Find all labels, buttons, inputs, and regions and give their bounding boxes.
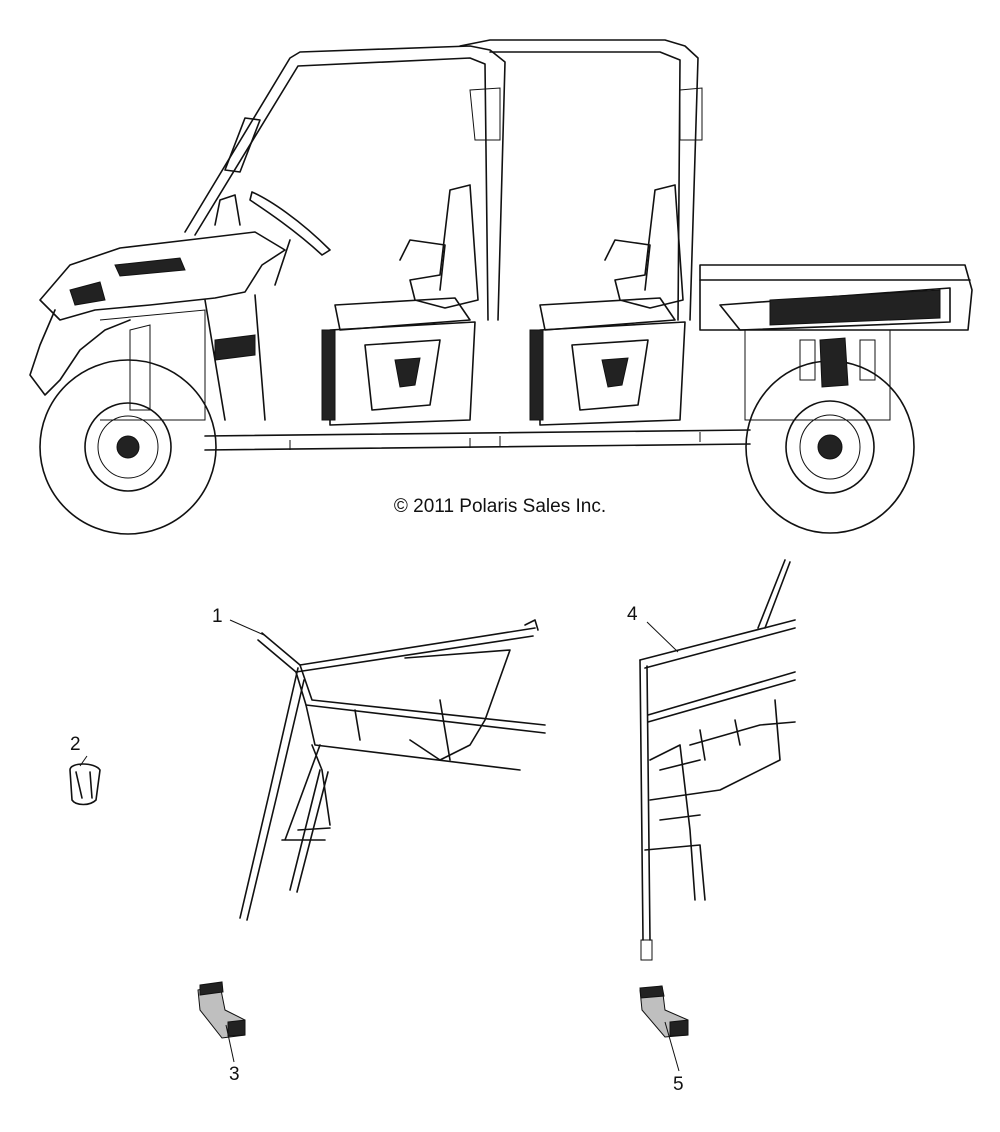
callout-1: 1 — [212, 606, 223, 627]
rear-wheel — [745, 360, 915, 534]
front-wheel — [39, 359, 217, 535]
callout-2: 2 — [70, 734, 81, 755]
callout-3: 3 — [229, 1064, 240, 1085]
callout-4: 4 — [627, 604, 638, 625]
vehicle-side-view — [29, 39, 973, 535]
part-1-front-net-frame — [239, 619, 546, 921]
part-2-clip — [69, 763, 101, 806]
part-4-rear-net-frame — [639, 559, 796, 961]
leader-lines — [79, 619, 680, 1072]
copyright-notice: © 2011 Polaris Sales Inc. — [393, 496, 607, 517]
part-5-bracket — [639, 985, 689, 1038]
callout-5: 5 — [673, 1074, 684, 1095]
part-3-bracket — [197, 981, 246, 1039]
